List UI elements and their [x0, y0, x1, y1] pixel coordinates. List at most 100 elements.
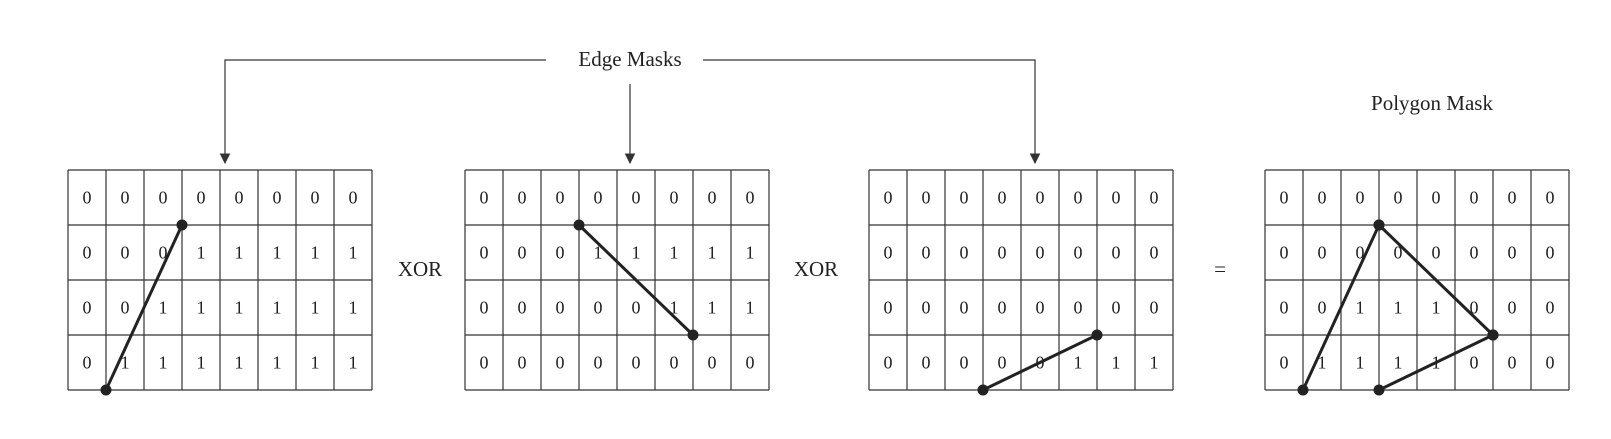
- mask-cell: 0: [1470, 188, 1479, 208]
- polygon-mask-title: Polygon Mask: [1371, 91, 1493, 115]
- mask-cell: 0: [1432, 188, 1441, 208]
- edge-vertex: [1373, 384, 1385, 396]
- mask-cell: 0: [922, 188, 931, 208]
- mask-cell: 0: [884, 188, 893, 208]
- mask-cell: 0: [349, 188, 358, 208]
- mask-grids: 0 0 0 0 0 0 0 0 0 0 0 1 1 1 1 1 0 0 1 1 1 1 1 1 0 1 1 1 1 1 1 1 0 0 0 0 0 0 0 0…: [67, 169, 1570, 396]
- mask-cell: 1: [311, 298, 320, 318]
- edge-vertex: [687, 329, 699, 341]
- mask-cell: 0: [998, 353, 1007, 373]
- mask-cell: 0: [1036, 243, 1045, 263]
- mask-cell: 1: [1112, 353, 1121, 373]
- edge-vertex: [1373, 219, 1385, 231]
- mask-cell: 0: [1546, 188, 1555, 208]
- mask-cell: 1: [1356, 298, 1365, 318]
- connector-right: [703, 59, 1041, 165]
- mask-cell: 0: [1470, 298, 1479, 318]
- mask-cell: 0: [121, 298, 130, 318]
- mask-cell: 0: [708, 188, 717, 208]
- mask-cell: 0: [746, 188, 755, 208]
- mask-cell: 0: [1546, 298, 1555, 318]
- mask-cell: 0: [1074, 298, 1083, 318]
- mask-cell: 0: [518, 188, 527, 208]
- mask-cell: 0: [121, 243, 130, 263]
- mask-cell: 0: [480, 188, 489, 208]
- mask-cell: 0: [922, 298, 931, 318]
- mask-cell: 0: [480, 353, 489, 373]
- polygon-edge: [577, 223, 695, 337]
- mask-cell: 1: [670, 243, 679, 263]
- mask-cell: 0: [960, 353, 969, 373]
- mask-cell: 0: [1150, 298, 1159, 318]
- mask-cell: 0: [632, 188, 641, 208]
- edge-vertex: [1487, 329, 1499, 341]
- polygon-edge: [1378, 333, 1494, 392]
- edge-vertex: [100, 384, 112, 396]
- edge-vertex: [1091, 329, 1103, 341]
- mask-cell: 1: [159, 353, 168, 373]
- mask-cell: 1: [121, 353, 130, 373]
- mask-cell: 0: [1394, 243, 1403, 263]
- mask-cell: 1: [746, 298, 755, 318]
- mask-cell: 1: [235, 298, 244, 318]
- mask-cell: 0: [1074, 188, 1083, 208]
- edge-vertex: [573, 219, 585, 231]
- mask-cell: 0: [83, 298, 92, 318]
- mask-cell: 1: [197, 298, 206, 318]
- polygon-edge: [982, 333, 1098, 392]
- mask-cell: 1: [273, 298, 282, 318]
- polygon-edge: [1377, 223, 1495, 337]
- mask-cell: 0: [746, 353, 755, 373]
- mask-cell: 0: [1036, 298, 1045, 318]
- mask-cell: 0: [480, 298, 489, 318]
- mask-cell: 1: [746, 243, 755, 263]
- mask-cell: 0: [1432, 243, 1441, 263]
- mask-cell: 0: [83, 353, 92, 373]
- mask-cell: 1: [1394, 298, 1403, 318]
- mask-cell: 1: [1074, 353, 1083, 373]
- mask-cell: 1: [349, 243, 358, 263]
- mask-cell: 0: [1356, 188, 1365, 208]
- mask-cell: 0: [1074, 243, 1083, 263]
- mask-cell: 0: [159, 243, 168, 263]
- mask-cell: 0: [594, 353, 603, 373]
- mask-cell: 0: [1546, 243, 1555, 263]
- mask-cell: 1: [273, 243, 282, 263]
- edge-vertex: [176, 219, 188, 231]
- mask-cell: 0: [273, 188, 282, 208]
- edge-vertex: [977, 384, 989, 396]
- mask-cell: 0: [1036, 188, 1045, 208]
- mask-cell: 0: [1280, 243, 1289, 263]
- mask-cell: 1: [1356, 353, 1365, 373]
- mask-cell: 0: [1150, 243, 1159, 263]
- mask-cell: 1: [159, 298, 168, 318]
- mask-cell: 0: [1112, 243, 1121, 263]
- mask-cell: 0: [1470, 243, 1479, 263]
- mask-cell: 0: [1150, 188, 1159, 208]
- mask-cell: 0: [998, 298, 1007, 318]
- mask-cell: 0: [1356, 243, 1365, 263]
- mask-cell: 0: [518, 298, 527, 318]
- mask-cell: 0: [83, 188, 92, 208]
- mask-cell: 1: [708, 298, 717, 318]
- edge-vertex: [1297, 384, 1309, 396]
- mask-cell: 0: [83, 243, 92, 263]
- connector-left: [219, 59, 546, 165]
- mask-cell: 0: [1280, 188, 1289, 208]
- mask-cell: 0: [1318, 188, 1327, 208]
- mask-cell: 1: [311, 243, 320, 263]
- mask-cell: 0: [1508, 298, 1517, 318]
- mask-cell: 0: [884, 298, 893, 318]
- operator-equals: =: [1214, 257, 1226, 281]
- mask-cell: 0: [1394, 188, 1403, 208]
- mask-cell: 0: [998, 243, 1007, 263]
- mask-cell: 0: [197, 188, 206, 208]
- mask-cell: 0: [556, 188, 565, 208]
- mask-cell: 0: [1318, 298, 1327, 318]
- mask-cell: 0: [1546, 353, 1555, 373]
- mask-cell: 1: [708, 243, 717, 263]
- mask-cell: 0: [670, 188, 679, 208]
- mask-cell: 0: [311, 188, 320, 208]
